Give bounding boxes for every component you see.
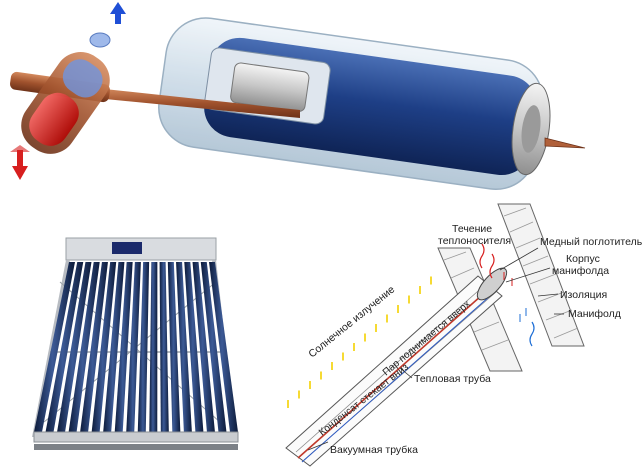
collector-tube [137, 262, 150, 432]
heat-pipe-line [297, 287, 491, 459]
collector-tube [126, 262, 141, 432]
collector-tube [159, 262, 169, 432]
manifold-fitting [10, 32, 111, 154]
copper-absorber-bulb [476, 267, 508, 301]
collector-tube [68, 262, 100, 432]
collector-tube [176, 262, 192, 432]
collector-tube [192, 262, 215, 432]
label-heat-pipe: Тепловая труба [414, 373, 491, 385]
label-manifold-body-line2: манифолда [552, 265, 609, 277]
label-copper-absorber: Медный поглотитель [540, 236, 643, 248]
collector-tubes [34, 262, 238, 432]
collector-tube [34, 262, 75, 432]
solar-radiation-marks [287, 276, 432, 408]
collector-tube [57, 262, 92, 432]
heat-pipe-rod [95, 88, 586, 149]
heat-flow-squiggles [479, 243, 535, 347]
collector-bottom-rail [33, 431, 239, 443]
arrow-up-blue-icon [110, 2, 126, 24]
solar-collector-photo [30, 232, 240, 464]
collector-tube [80, 262, 108, 432]
collector-tube [200, 262, 227, 432]
collector-tube [45, 262, 84, 432]
collector-tube [91, 262, 117, 432]
label-condensate: Конденсат стекает вниз [317, 362, 411, 439]
collector-tube [149, 262, 158, 432]
label-heat-carrier-line1: Течение [452, 223, 492, 235]
vacuum-tube-body [285, 267, 508, 467]
condensate-line [301, 295, 491, 463]
arrow-down-red-icon [10, 145, 30, 180]
glass-outer-tube [158, 17, 551, 191]
label-heat-carrier-line2: теплоносителя [438, 235, 511, 247]
label-solar-radiation: Солнечное излучение [306, 283, 397, 360]
label-steam-rises: Пар поднимается вверх [381, 299, 473, 379]
collector-logo [112, 242, 142, 254]
heat-pipe-schematic: Течение теплоносителя Медный поглотитель… [268, 196, 644, 471]
label-vacuum-tube: Вакуумная трубка [330, 444, 418, 456]
collector-tube [167, 262, 181, 432]
collector-tube [209, 262, 238, 432]
vacuum-tube-illustration [0, 0, 644, 200]
label-manifold-body-line1: Корпус [566, 253, 600, 265]
collector-tube [114, 262, 133, 432]
label-insulation: Изоляция [560, 289, 607, 301]
collector-tube [184, 262, 204, 432]
collector-tube [103, 262, 125, 432]
label-manifold: Манифолд [568, 308, 621, 320]
